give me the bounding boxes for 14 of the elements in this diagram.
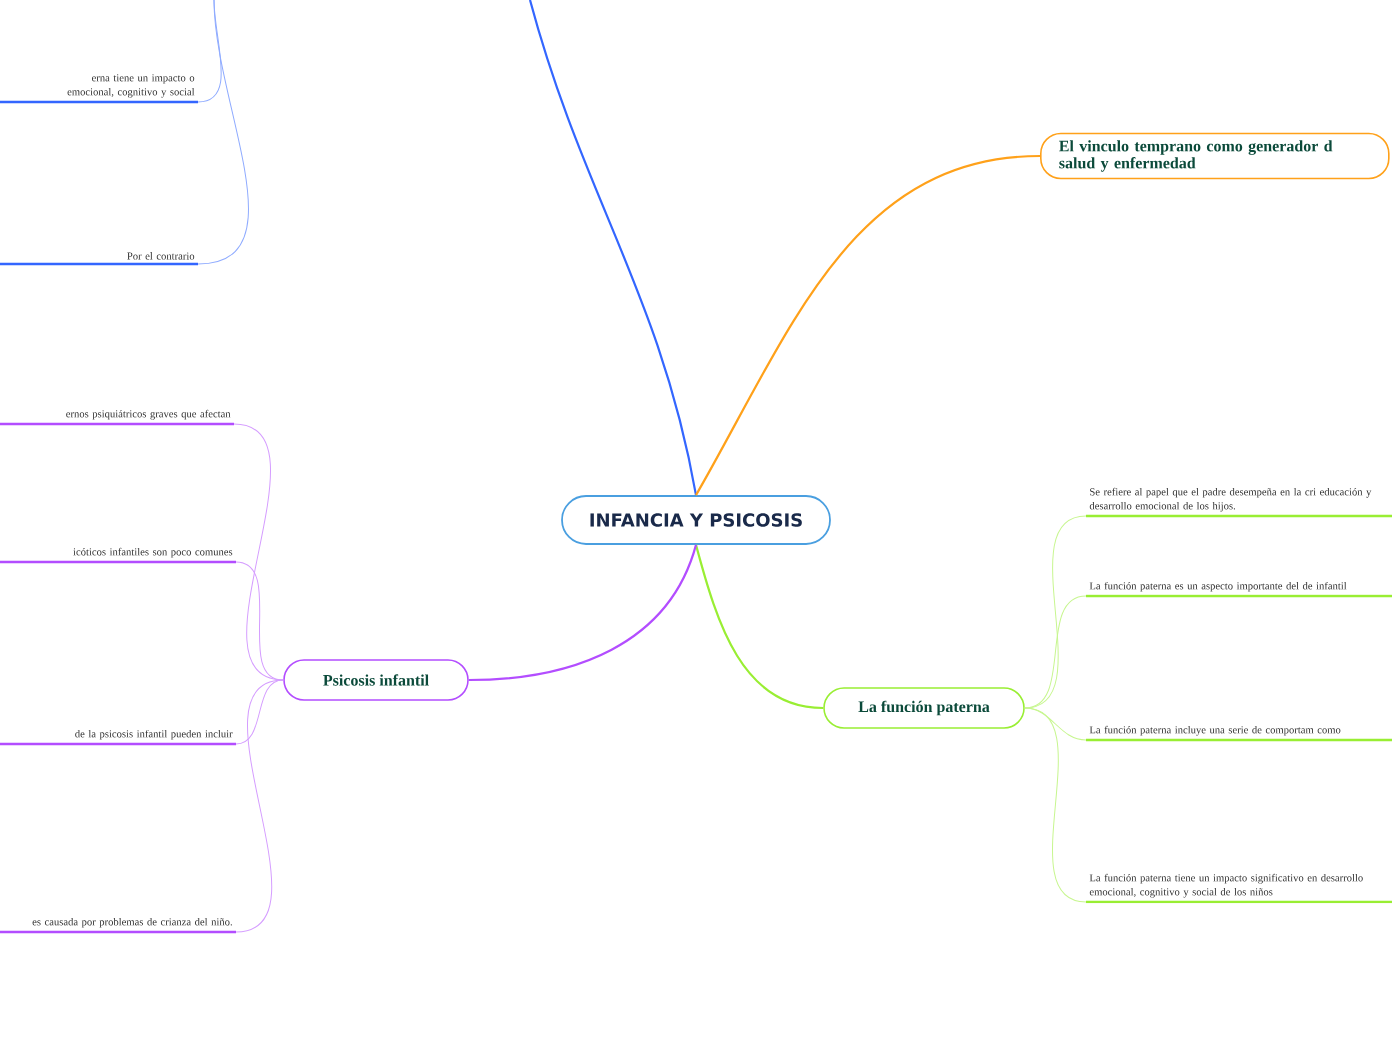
branch-line xyxy=(695,154,1041,496)
branch-line xyxy=(235,679,284,933)
topic-box: La función paterna xyxy=(823,687,1025,729)
branch-line xyxy=(528,0,698,496)
branch-line xyxy=(235,679,284,745)
branch-line xyxy=(1024,595,1087,709)
branch-line xyxy=(1024,707,1087,903)
central-topic-box: INFANCIA Y PSICOSIS xyxy=(561,495,831,545)
branch-line xyxy=(235,561,284,681)
branch-line xyxy=(694,544,824,710)
topic-box: El vinculo temprano como generador d salud y enfermedad xyxy=(1040,132,1390,180)
topic-box: Psicosis infantil xyxy=(283,659,469,701)
branch-line xyxy=(197,0,249,265)
branch-line xyxy=(468,544,698,682)
